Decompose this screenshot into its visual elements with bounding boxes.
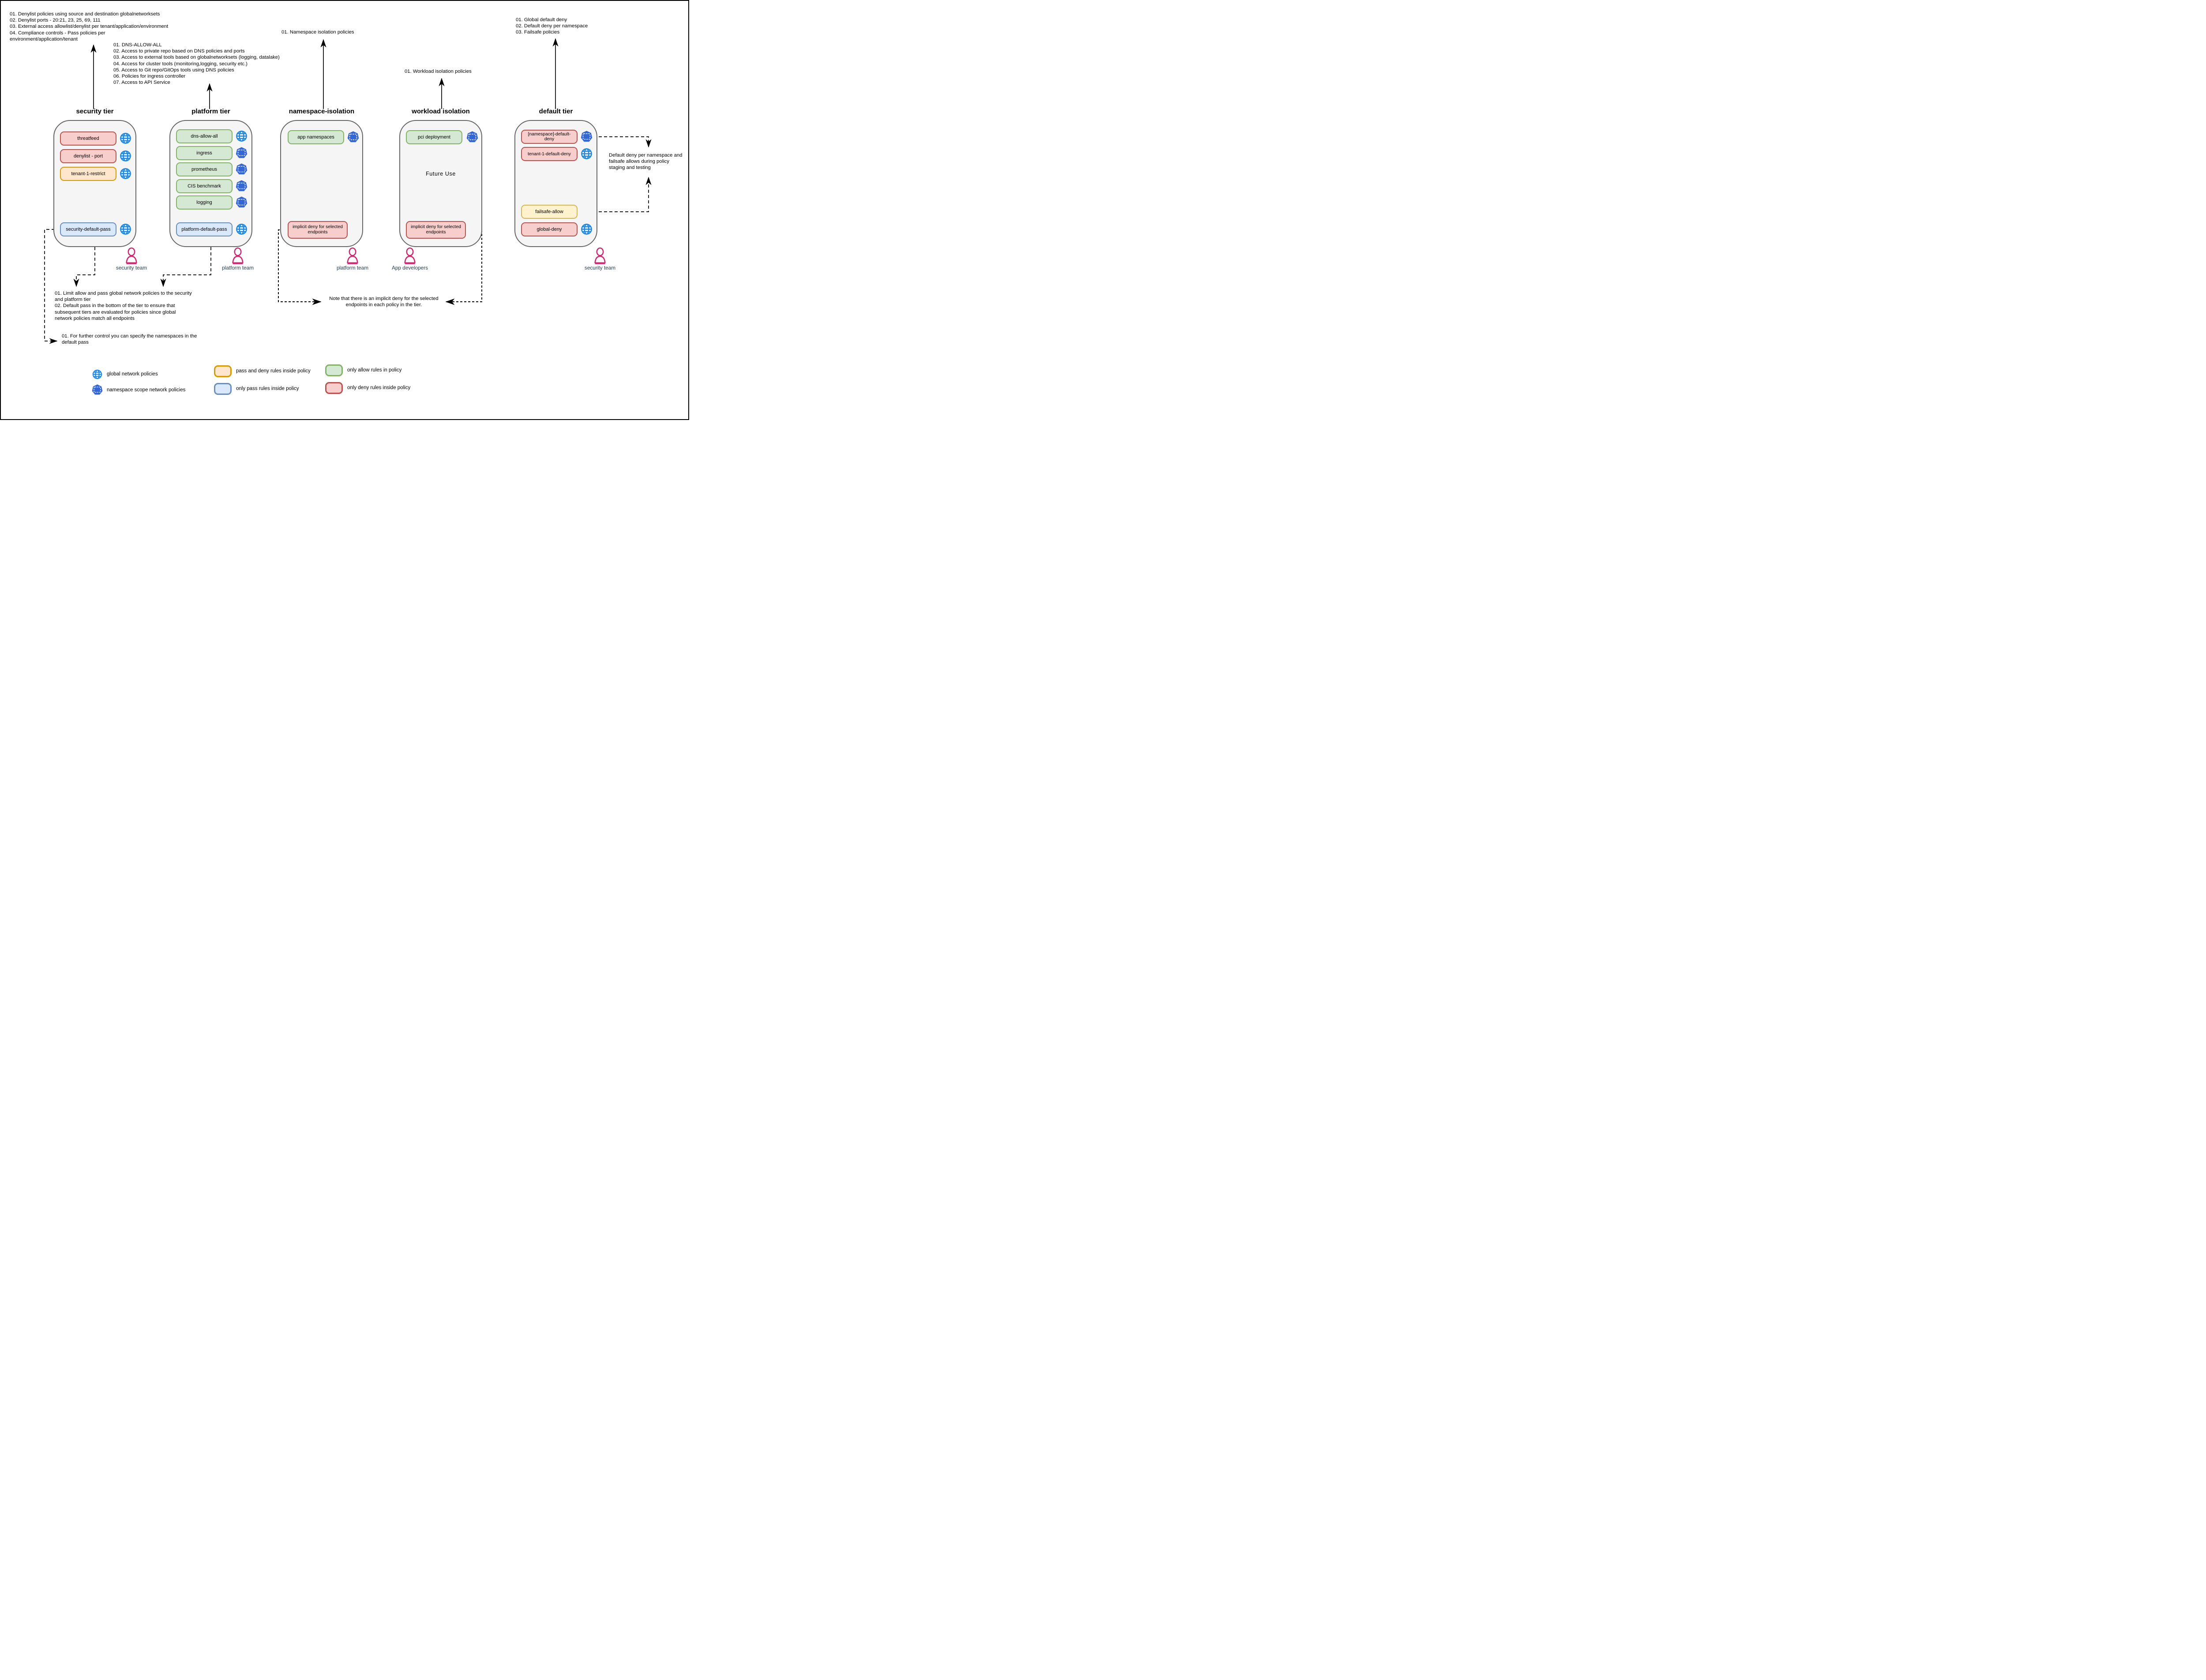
globe-icon (235, 130, 248, 142)
policy-prometheus: prometheus (176, 162, 233, 176)
team-label-security-1: security team (116, 265, 147, 271)
person-icon (593, 248, 608, 265)
policy-namespace-default-deny: [namespace]-default-deny (521, 130, 578, 144)
legend-swatch-only-pass (214, 383, 232, 395)
namespace-icon (235, 180, 248, 192)
policy-threatfeed: threatfeed (60, 131, 116, 146)
policy-tenant-1-default-deny: tenant-1-default-deny (521, 147, 578, 161)
legend-namespace-policies: namespace scope network policies (107, 387, 186, 393)
dashed-security-default-pass-to-further-control (44, 229, 60, 344)
future-use-label: Future Use (426, 171, 456, 177)
limit-allow-annotation: 01. Limit allow and pass global network … (55, 291, 192, 321)
policy-dns-allow-all: dns-allow-all (176, 129, 233, 143)
policy-implicit-deny-workload: implicit deny for selected endpoints (406, 221, 466, 239)
globe-icon (119, 167, 132, 180)
globe-icon (119, 132, 132, 145)
team-label-app-developers: App developers (392, 265, 428, 271)
policy-tenant-1-restrict: tenant-1-restrict (60, 167, 116, 181)
legend-only-deny: only deny rules inside policy (347, 385, 411, 390)
tier-title-platform: platform tier (191, 108, 230, 115)
globe-icon (580, 147, 593, 160)
legend-global-policies: global network policies (107, 371, 158, 377)
team-label-security-2: security team (584, 265, 616, 271)
policy-logging: logging (176, 195, 233, 210)
tier-title-default: default tier (539, 108, 573, 115)
legend-pass-and-deny: pass and deny rules inside policy (236, 368, 311, 374)
legend-swatch-only-allow (325, 364, 343, 376)
namespace-icon (91, 384, 103, 396)
platform-tier-annotation: 01. DNS-ALLOW-ALL 02. Access to private … (113, 42, 280, 86)
globe-icon (92, 369, 103, 380)
namespace-isolation-annotation: 01. Namespace isolation policies (281, 30, 354, 35)
policy-implicit-deny-namespace: implicit deny for selected endpoints (288, 221, 348, 239)
default-tier-annotation: 01. Global default deny 02. Default deny… (516, 17, 588, 35)
policy-pci-deployment: pci deployment (406, 130, 462, 144)
namespace-icon (235, 196, 248, 209)
legend-only-allow: only allow rules in policy (347, 368, 402, 373)
policy-denylist-port: denylist - port (60, 149, 116, 163)
policy-failsafe-allow: failsafe-allow (521, 205, 578, 219)
person-icon (230, 248, 245, 265)
policy-ingress: ingress (176, 146, 233, 160)
globe-icon (580, 223, 593, 236)
further-control-annotation: 01. For further control you can specify … (62, 334, 197, 345)
dashed-platform-tier-to-limit-note (160, 247, 211, 287)
policy-security-default-pass: security-default-pass (60, 222, 116, 236)
person-icon (345, 248, 360, 265)
tier-title-workload-isolation: workload isolation (412, 108, 470, 115)
implicit-deny-annotation: Note that there is an implicit deny for … (329, 296, 439, 308)
globe-icon (119, 150, 132, 162)
namespace-icon (347, 131, 360, 143)
staging-annotation: Default deny per namespace and failsafe … (609, 153, 683, 171)
namespace-icon (235, 163, 248, 176)
legend-swatch-pass-and-deny (214, 365, 232, 377)
policy-app-namespaces: app namespaces (288, 130, 344, 144)
tier-title-security: security tier (76, 108, 114, 115)
policy-global-deny: global-deny (521, 222, 578, 236)
person-icon (124, 248, 139, 265)
security-tier-annotation: 01. Denylist policies using source and d… (10, 11, 169, 42)
tier-title-namespace-isolation: namespace-isolation (289, 108, 355, 115)
namespace-icon (466, 131, 479, 143)
legend-swatch-only-deny (325, 382, 343, 394)
globe-icon (235, 223, 248, 236)
diagram-canvas: 01. Denylist policies using source and d… (0, 0, 689, 420)
namespace-icon (580, 130, 593, 143)
legend-only-pass: only pass rules inside policy (236, 386, 299, 391)
dashed-security-tier-to-limit-note (73, 247, 95, 287)
globe-icon (119, 223, 132, 236)
policy-platform-default-pass: platform-default-pass (176, 222, 233, 236)
policy-cis-benchmark: CIS benchmark (176, 179, 233, 193)
namespace-icon (235, 146, 248, 159)
team-label-platform-1: platform team (221, 265, 254, 271)
workload-isolation-annotation: 01. Workload isolation policies (405, 69, 472, 74)
team-label-platform-2: platform team (336, 265, 369, 271)
person-icon (402, 248, 417, 265)
